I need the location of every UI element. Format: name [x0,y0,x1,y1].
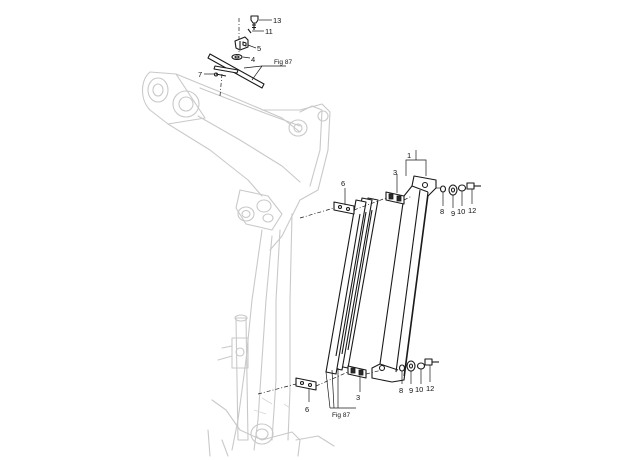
mount-plate-6-top [333,201,355,215]
bracket-5 [234,36,249,51]
callout-12-bottom: 12 [426,384,434,393]
guard-bar-1 [371,175,437,383]
top-pin-assembly [207,15,265,97]
excavator-arm-outline [141,71,335,457]
washer-10-top [457,184,467,192]
hardware-stack-top [439,182,481,196]
pin-11 [247,28,252,34]
fig-ref-bottom: Fig 87 [332,412,350,419]
callout-9-top: 9 [451,209,455,218]
fig-ref-top: Fig 87 [274,59,292,66]
pin-7 [213,72,227,77]
bolt-12-top [466,182,481,190]
bolt-13 [250,15,259,30]
long-pin-rod [207,53,265,89]
callout-3-top: 3 [393,168,397,177]
callout-10-top: 10 [457,207,465,216]
callout-8-top: 8 [440,207,444,216]
washer-10-bottom [416,362,426,370]
nut-8-top [439,185,447,193]
bolt-12-bottom [424,358,439,366]
callout-9-bottom: 9 [409,386,413,395]
guard-plates [325,197,379,375]
hardware-stack-bottom [398,358,439,372]
callout-8-bottom: 8 [399,386,403,395]
mount-plate-6-bottom [295,377,317,391]
callout-6-bottom: 6 [305,405,309,414]
callout-6-top: 6 [341,179,345,188]
callout-1: 1 [407,151,411,160]
assembly-axes [257,187,441,395]
callout-7: 7 [198,70,202,79]
clamp-bracket-3-top [385,191,405,205]
callout-10-bottom: 10 [415,385,423,394]
washer-9-bottom [406,360,416,372]
callout-4: 4 [251,55,255,64]
callout-11: 11 [265,27,273,36]
clamp-bracket-3-bottom [347,365,367,379]
callout-12-top: 12 [468,206,476,215]
callout-3-bottom: 3 [356,393,360,402]
washer-9-top [448,184,458,196]
callout-5: 5 [257,44,261,53]
nut-8-bottom [398,364,406,372]
callout-13: 13 [273,16,281,25]
washer-4 [231,53,243,61]
main-callouts: 1 3 6 8 9 10 12 8 9 10 12 6 3 [305,150,476,419]
top-callouts: 13 11 5 4 7 Fig 87 [198,16,292,81]
